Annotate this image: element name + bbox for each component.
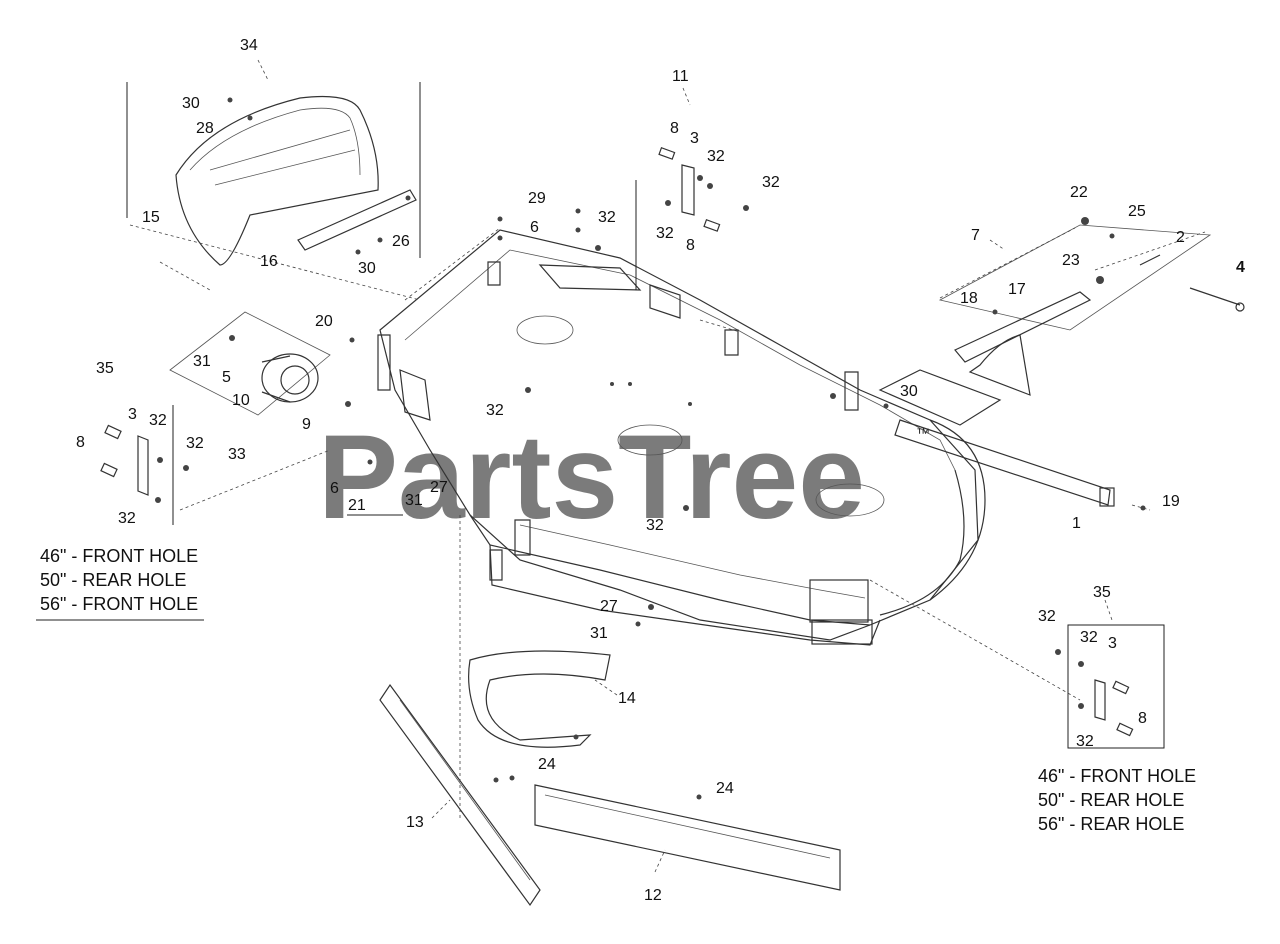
callout-1: 1 [1072,515,1081,532]
callout-31: 31 [405,492,423,509]
callout-30: 30 [358,260,376,277]
idler-pulley-plate [169,311,373,465]
note-right-50: 50" - REAR HOLE [1038,790,1184,810]
callout-32: 32 [707,148,725,165]
callout-8: 8 [686,237,695,254]
callout-6: 6 [330,480,339,497]
callout-20: 20 [315,313,333,330]
callout-32: 32 [118,510,136,527]
callout-35: 35 [1093,584,1111,601]
callout-3: 3 [1108,635,1117,652]
callout-26: 26 [392,233,410,250]
callout-33: 33 [228,446,246,463]
note-right-46: 46" - FRONT HOLE [1038,766,1196,786]
callout-28: 28 [196,120,214,137]
callout-5: 5 [222,369,231,386]
callout-15: 15 [142,209,160,226]
left-height-bracket [100,405,189,525]
right-height-bracket [1055,624,1165,749]
hole-notes-left: 46" - FRONT HOLE 50" - REAR HOLE 56" - F… [40,546,198,614]
part-callouts: 34 30 28 15 16 30 26 11 8 3 32 32 32 8 2… [76,37,1245,904]
callout-12: 12 [644,887,662,904]
callout-32: 32 [1080,629,1098,646]
callout-17: 17 [1008,281,1026,298]
callout-24: 24 [538,756,556,773]
note-left-46: 46" - FRONT HOLE [40,546,198,566]
watermark: PartsTree [318,410,865,544]
callout-14: 14 [618,690,636,707]
callout-10: 10 [232,392,250,409]
callout-32: 32 [598,209,616,226]
callout-13: 13 [406,814,424,831]
callout-8: 8 [76,434,85,451]
deck-baffle [468,650,611,748]
belt-cover-assembly [126,82,421,266]
callout-32: 32 [1076,733,1094,750]
callout-31: 31 [193,353,211,370]
callout-32: 32 [656,225,674,242]
note-left-56: 56" - FRONT HOLE [40,594,198,614]
deck-rails [379,604,841,907]
callout-18: 18 [960,290,978,307]
callout-32: 32 [1038,608,1056,625]
callout-31: 31 [590,625,608,642]
callout-27: 27 [430,479,448,496]
callout-35: 35 [96,360,114,377]
callout-32: 32 [149,412,167,429]
center-height-bracket [497,147,749,290]
callout-32: 32 [762,174,780,191]
note-left-50: 50" - REAR HOLE [40,570,186,590]
hole-notes-right: 46" - FRONT HOLE 50" - REAR HOLE 56" - R… [1038,766,1196,834]
callout-8: 8 [670,120,679,137]
callout-22: 22 [1070,184,1088,201]
callout-6: 6 [530,219,539,236]
callout-3: 3 [128,406,137,423]
callout-11: 11 [672,68,689,85]
callout-8: 8 [1138,710,1147,727]
callout-4: 4 [1236,259,1245,276]
callout-32: 32 [186,435,204,452]
callout-34: 34 [240,37,258,54]
callout-23: 23 [1062,252,1080,269]
callout-24: 24 [716,780,734,797]
callout-16: 16 [260,253,278,270]
callout-25: 25 [1128,203,1146,220]
callout-9: 9 [302,416,311,433]
callout-32: 32 [646,517,664,534]
callout-2: 2 [1176,229,1185,246]
callout-30: 30 [900,383,918,400]
callout-27: 27 [600,598,618,615]
callout-29: 29 [528,190,546,207]
callout-21: 21 [348,497,366,514]
callout-30: 30 [182,95,200,112]
callout-3: 3 [690,130,699,147]
callout-32: 32 [486,402,504,419]
right-lift-arm [878,217,1245,511]
note-right-56: 56" - REAR HOLE [1038,814,1184,834]
callout-7: 7 [971,227,980,244]
callout-19: 19 [1162,493,1180,510]
mower-deck [377,229,986,646]
leader-lines [36,59,1206,873]
